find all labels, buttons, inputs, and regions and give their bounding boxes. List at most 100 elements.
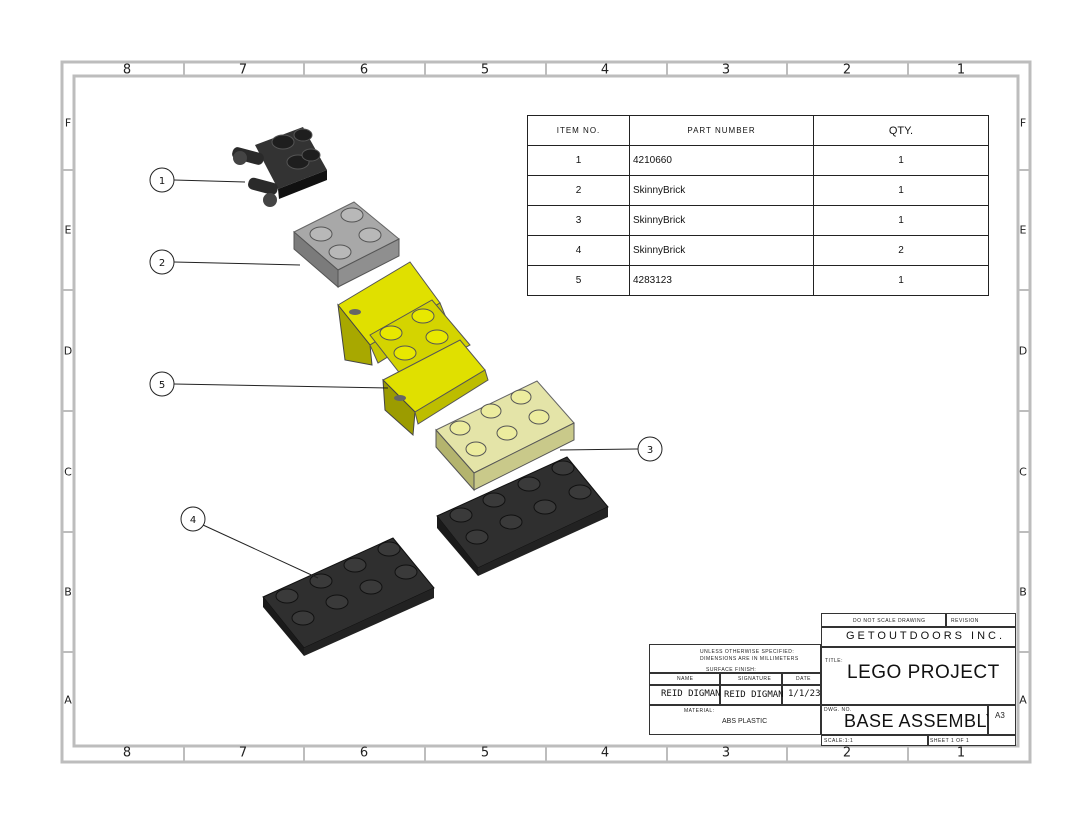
zone-col-8-top: 8 — [122, 62, 132, 78]
zone-col-4-top: 4 — [600, 62, 610, 78]
part-gray-brick — [293, 201, 400, 289]
balloon-5 — [149, 371, 175, 397]
company-name: GETOUTDOORS INC. — [846, 630, 1006, 642]
zone-col-7-top: 7 — [238, 62, 248, 78]
bill-of-materials: ITEM NO. PART NUMBER QTY. 1 4210660 1 2 … — [527, 115, 989, 296]
balloon-4 — [180, 506, 206, 532]
size-box — [988, 705, 1016, 735]
bom-row: 4 SkinnyBrick 2 — [527, 235, 989, 266]
zone-row-A-left: A — [64, 693, 72, 707]
part-pale-brick — [435, 380, 575, 492]
title-box — [821, 647, 1016, 705]
zone-col-4-bottom: 4 — [600, 745, 610, 761]
bom-part: 4210660 — [629, 145, 814, 176]
material-box — [649, 705, 821, 735]
zone-row-C-right: C — [1019, 465, 1027, 479]
balloon-2 — [149, 249, 175, 275]
bom-qty: 1 — [813, 175, 989, 206]
company-box — [821, 627, 1016, 647]
zone-row-F-left: F — [64, 116, 72, 130]
drawing-name: BASE ASSEMBLY — [844, 711, 999, 731]
zone-row-A-right: A — [1019, 693, 1027, 707]
sheet-box — [928, 735, 1016, 746]
zone-col-6-bottom: 6 — [359, 745, 369, 761]
balloon-3-label: 3 — [647, 445, 653, 456]
zone-col-3-top: 3 — [721, 62, 731, 78]
do-not-scale-label: DO NOT SCALE DRAWING — [853, 618, 926, 624]
bom-part: 4283123 — [629, 265, 814, 296]
date-col-box — [782, 673, 821, 685]
balloon-3 — [637, 436, 663, 462]
part-black-brick-left — [262, 537, 435, 656]
zone-row-E-left: E — [64, 223, 72, 237]
bom-header-qty: QTY. — [813, 115, 989, 146]
balloon-callouts: 1 2 3 4 5 — [149, 167, 663, 579]
revision-label: REVISION — [951, 618, 979, 624]
material-caption: MATERIAL: — [684, 708, 715, 714]
note-line-2: DIMENSIONS ARE IN MILLIMETERS — [700, 656, 799, 662]
zone-col-1-bottom: 1 — [956, 745, 966, 761]
balloon-1-label: 1 — [159, 176, 165, 187]
note-line-3: SURFACE FINISH: — [706, 667, 757, 673]
bom-row: 1 4210660 1 — [527, 145, 989, 176]
bom-qty: 1 — [813, 205, 989, 236]
scale-label: SCALE:1:1 — [824, 738, 854, 744]
zone-row-E-right: E — [1019, 223, 1027, 237]
bom-row: 2 SkinnyBrick 1 — [527, 175, 989, 206]
material-value: ABS PLASTIC — [722, 718, 768, 725]
part-hinge-plate — [232, 127, 327, 207]
drawn-name: REID DIGMAN — [661, 689, 721, 699]
bom-item: 4 — [527, 235, 630, 266]
signature-value-box — [720, 685, 782, 705]
date-col-label: DATE — [796, 676, 811, 682]
balloon-5-label: 5 — [159, 380, 165, 391]
name-col-label: NAME — [677, 676, 694, 682]
drawn-signature: REID DIGMAN — [724, 690, 784, 700]
scale-box — [821, 735, 928, 746]
bom-row: 3 SkinnyBrick 1 — [527, 205, 989, 236]
dwg-no-box — [821, 705, 988, 735]
do-not-scale-box — [821, 613, 946, 627]
signature-col-label: SIGNATURE — [738, 676, 772, 682]
zone-col-2-bottom: 2 — [842, 745, 852, 761]
bom-item: 3 — [527, 205, 630, 236]
zone-row-C-left: C — [64, 465, 72, 479]
bom-qty: 1 — [813, 145, 989, 176]
name-col-box — [649, 673, 720, 685]
bom-part: SkinnyBrick — [629, 205, 814, 236]
drawing-title: LEGO PROJECT — [847, 662, 1000, 683]
drawn-date: 1/1/23 — [788, 689, 821, 699]
zone-col-6-top: 6 — [359, 62, 369, 78]
name-value-box — [649, 685, 720, 705]
balloon-1 — [149, 167, 175, 193]
title-caption: TITLE: — [825, 658, 844, 664]
bom-qty: 2 — [813, 235, 989, 266]
balloon-4-label: 4 — [190, 515, 196, 526]
part-black-brick-right — [436, 456, 609, 576]
bom-header-item: ITEM NO. — [527, 115, 630, 146]
dwg-no-caption: DWG. NO. — [824, 707, 852, 713]
balloon-2-label: 2 — [159, 258, 165, 269]
zone-col-2-top: 2 — [842, 62, 852, 78]
exploded-view — [232, 127, 609, 656]
bom-header-part: PART NUMBER — [629, 115, 814, 146]
zone-row-B-left: B — [64, 585, 72, 599]
note-line-1: UNLESS OTHERWISE SPECIFIED: — [700, 649, 795, 655]
zone-row-B-right: B — [1019, 585, 1027, 599]
zone-col-3-bottom: 3 — [721, 745, 731, 761]
zone-row-D-right: D — [1018, 344, 1028, 358]
signature-col-box — [720, 673, 782, 685]
zone-col-7-bottom: 7 — [238, 745, 248, 761]
bom-row: 5 4283123 1 — [527, 265, 989, 296]
bom-item: 1 — [527, 145, 630, 176]
zone-col-8-bottom: 8 — [122, 745, 132, 761]
sheet-size: A3 — [995, 711, 1005, 720]
zone-col-1-top: 1 — [956, 62, 966, 78]
bom-item: 5 — [527, 265, 630, 296]
zone-row-D-left: D — [63, 344, 73, 358]
bom-part: SkinnyBrick — [629, 175, 814, 206]
bom-qty: 1 — [813, 265, 989, 296]
tolerance-notes-box — [649, 644, 821, 673]
zone-row-F-right: F — [1019, 116, 1027, 130]
